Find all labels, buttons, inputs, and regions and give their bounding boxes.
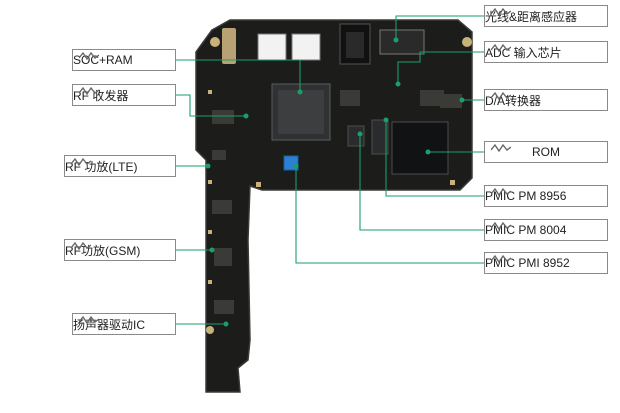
top-connector xyxy=(379,29,425,55)
label-text: ROM xyxy=(532,145,560,159)
label-text: RF 功放(LTE) xyxy=(65,159,138,174)
wave-icon xyxy=(491,187,511,197)
wave-icon xyxy=(491,91,511,101)
leader-pmic-8952 xyxy=(295,166,484,264)
leader-soc xyxy=(176,59,301,92)
mounting-hole-mid xyxy=(206,326,214,334)
label-text: D/A转换器 xyxy=(485,93,542,108)
rom-chip xyxy=(391,121,449,175)
label-optical-distance-sensor: 光线&距离感应器 xyxy=(484,5,608,27)
wave-icon xyxy=(491,221,511,231)
label-rom: ROM xyxy=(484,141,608,163)
label-rf-transceiver: RF 收发器 xyxy=(72,84,176,106)
label-text: 扬声器驱动IC xyxy=(73,317,146,332)
label-text: RF功放(GSM) xyxy=(65,243,141,258)
wave-icon xyxy=(491,143,511,153)
pmic-chip-8956 xyxy=(371,119,389,155)
wave-icon xyxy=(79,86,99,96)
leader-pmic-8004 xyxy=(359,134,484,231)
wave-icon xyxy=(71,157,91,167)
leader-optical-sensor xyxy=(395,15,484,40)
label-text: RF 收发器 xyxy=(73,88,129,103)
wave-icon xyxy=(491,254,511,264)
wave-icon xyxy=(491,7,511,17)
label-pmic-8956: PMIC PM 8956 xyxy=(484,185,608,207)
label-rf-pa-gsm: RF功放(GSM) xyxy=(64,239,176,261)
wave-icon xyxy=(71,241,91,251)
pcb-board xyxy=(195,19,473,393)
leader-adc xyxy=(397,51,484,84)
label-adc-input-chip: ADC 输入芯片 xyxy=(484,41,608,63)
leader-rf-transceiver xyxy=(176,94,246,117)
mounting-hole-top-left xyxy=(210,37,220,47)
camera-bracket xyxy=(222,28,236,64)
label-speaker-driver-ic: 扬声器驱动IC xyxy=(72,313,176,335)
mounting-hole-top-right xyxy=(462,37,472,47)
wave-icon xyxy=(491,43,511,53)
wave-icon xyxy=(79,315,99,325)
wave-icon xyxy=(79,51,99,61)
label-pmic-8004: PMIC PM 8004 xyxy=(484,219,608,241)
label-pmic-8952: PMIC PMI 8952 xyxy=(484,252,608,274)
label-soc-ram: SOC+RAM xyxy=(72,49,176,71)
pmic-chip-8004 xyxy=(347,125,365,147)
camera-slot-2 xyxy=(291,33,321,61)
label-text: ADC 输入芯片 xyxy=(485,45,562,60)
label-rf-pa-lte: RF 功放(LTE) xyxy=(64,155,176,177)
camera-slot-1 xyxy=(257,33,287,61)
label-da-converter: D/A转换器 xyxy=(484,89,608,111)
leader-pmic-8956 xyxy=(385,120,484,197)
